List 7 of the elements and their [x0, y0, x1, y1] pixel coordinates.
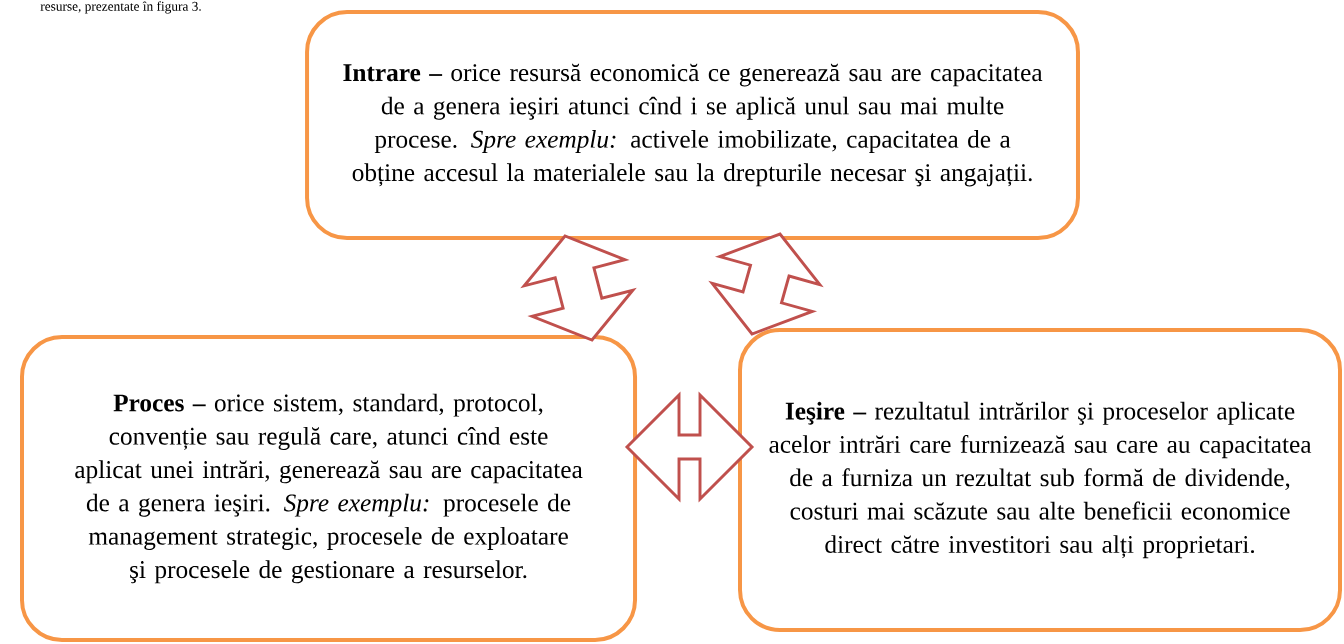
text-box: Ieşire – rezultatul intrărilor şi proceselor aplicate acelor intrări care furnizează sau care au capacitatea de a furniza un rezultat sub formă de dividende, costuri mai scăzute sau alte beneficii economice direct către investitori sau alți proprietari. — [738, 328, 1342, 632]
block-arrow — [624, 391, 755, 503]
text-box: Proces – orice sistem, standard, protocol, convenție sau regulă care, atunci cînd este aplicat unei intrări, generează sau are capacitatea de a genera ieşiri. Spre exemplu: procesele de management strategic, procesele de exploatare şi procesele de gestionare a resurselor. — [20, 335, 638, 642]
block-arrow — [520, 234, 637, 342]
block-arrow — [708, 232, 824, 336]
body-text: resurse, prezentate în figura 3. — [40, 1, 201, 14]
text-box: Intrare – orice resursă economică ce generează sau are capacitatea de a genera ieşiri atunci cînd i se aplică unul sau mai multe procese. Spre exemplu: activele imobilizate, capacitatea de a obține accesul la materialele sau la drepturile necesar şi angajații. — [305, 10, 1080, 240]
